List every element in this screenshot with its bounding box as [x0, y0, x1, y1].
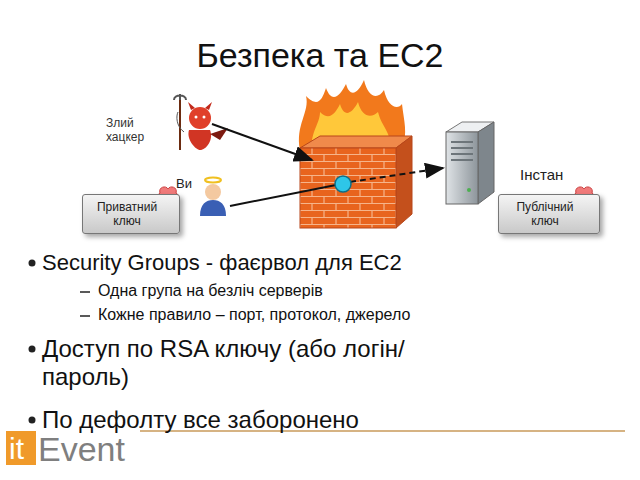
devil-figure — [174, 94, 228, 150]
firewall-wall — [300, 148, 396, 228]
server-front — [446, 132, 478, 204]
sub-bullet-text: Кожне правило – порт, протокол, джерело — [98, 306, 410, 324]
key-box: Публічний ключ — [498, 194, 600, 234]
access-dashed — [350, 168, 443, 182]
firewall-side — [396, 136, 412, 228]
sub-bullet-text: Одна група на безліч серверів — [98, 282, 323, 300]
logo-text: Event — [38, 430, 125, 469]
figure-label: Ви — [176, 177, 192, 192]
key-label: Публічний ключ — [499, 197, 599, 232]
firewall-port — [335, 176, 351, 192]
logo-text: it — [9, 432, 24, 467]
server-side — [478, 122, 494, 204]
server-label: Інстан — [520, 166, 563, 183]
server-slots — [451, 142, 473, 160]
bullet-text: Security Groups - фаєрвол для EC2 — [42, 250, 402, 275]
firewall-top — [300, 136, 412, 148]
slide-title: Безпека та EC2 — [0, 36, 640, 75]
figure-label: Злий хацкер — [106, 117, 158, 145]
attack-arrow — [212, 124, 312, 160]
key-label: Приватний ключ — [83, 197, 179, 232]
access-line — [230, 185, 336, 206]
user-figure — [200, 178, 226, 217]
key-box: Приватний ключ — [82, 194, 180, 234]
bullet-text: По дефолту все заборонено — [42, 406, 359, 434]
bullet-text: Доступ по RSA ключу (або логін/пароль) — [42, 335, 472, 390]
